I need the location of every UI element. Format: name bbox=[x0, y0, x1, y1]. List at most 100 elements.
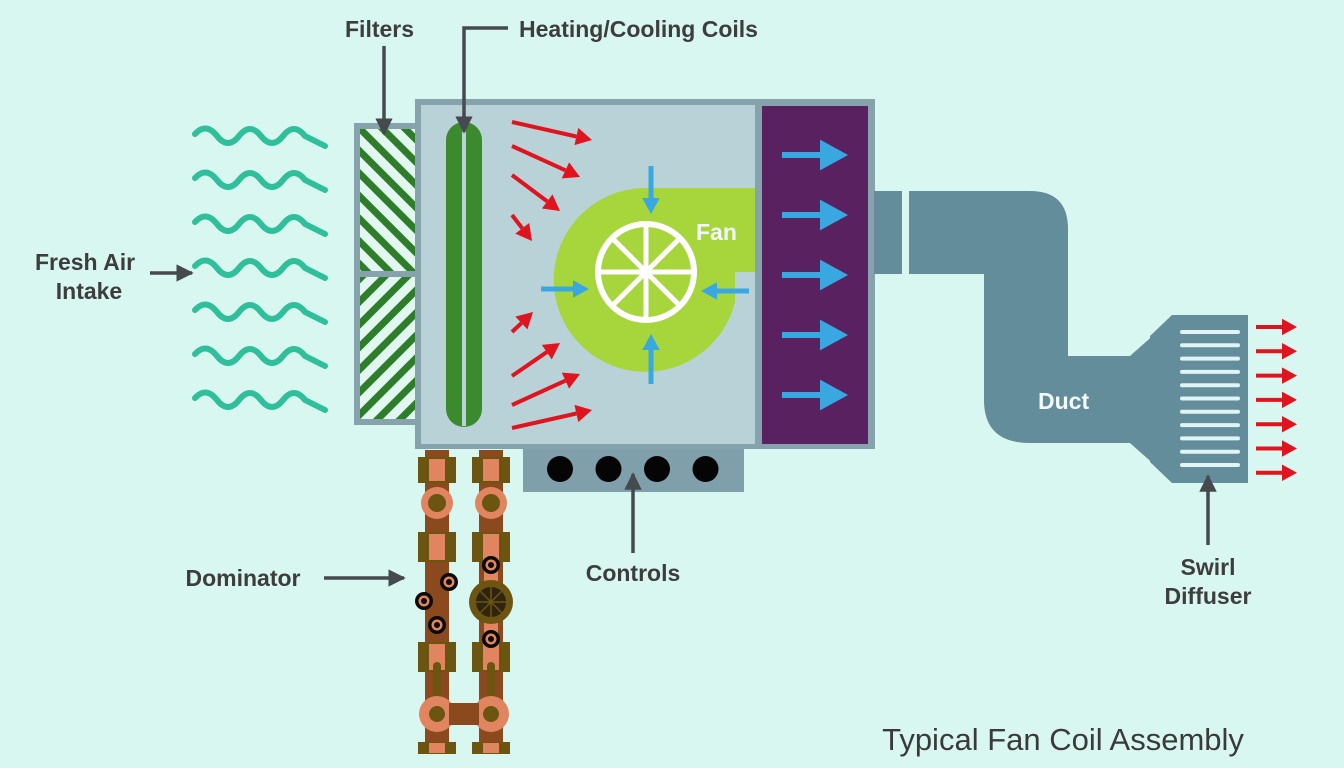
diffuser-slat bbox=[1180, 463, 1240, 467]
diffuser-slat bbox=[1180, 436, 1240, 441]
duct-label: Duct bbox=[1038, 388, 1089, 414]
warm-air-arrow-shaft bbox=[510, 173, 549, 203]
dominator-pipe bbox=[418, 450, 456, 754]
bottom-union-center bbox=[483, 706, 499, 722]
diffuser-outlet-arrow bbox=[1256, 367, 1297, 384]
pipe-union-center bbox=[482, 494, 500, 512]
coils-leader bbox=[455, 26, 508, 134]
fan-spoke bbox=[644, 270, 682, 308]
dominator-valve-wheel bbox=[469, 580, 513, 624]
diffuser-outlet-arrows bbox=[1256, 318, 1297, 482]
warm-air-arrow-shaft bbox=[510, 350, 548, 378]
warm-air-arrow-shaft bbox=[510, 213, 524, 230]
control-knob bbox=[547, 456, 573, 482]
leader-lines bbox=[150, 26, 1217, 587]
filter-panel-lower bbox=[360, 277, 416, 419]
diffuser-outlet-arrow bbox=[1256, 464, 1297, 482]
warm-airflow-arrows bbox=[510, 120, 592, 430]
warm-air-arrow-shaft bbox=[511, 144, 567, 173]
diffuser-outlet-arrow bbox=[1256, 415, 1297, 433]
diffuser-slat bbox=[1180, 343, 1240, 348]
pipe-coupling-center bbox=[483, 459, 499, 481]
filters-label: Filters bbox=[345, 16, 414, 42]
gauge-port-center bbox=[488, 562, 494, 568]
air-wave bbox=[192, 345, 328, 369]
fan: Fan bbox=[553, 187, 755, 372]
gauge-port-center bbox=[421, 598, 427, 604]
diffuser-outlet-arrow bbox=[1256, 343, 1297, 360]
pipe-coupling-center bbox=[429, 459, 445, 481]
controls bbox=[523, 449, 744, 492]
warm-air-arrow bbox=[510, 173, 560, 211]
warm-air-arrow bbox=[510, 343, 560, 378]
diffuser-slat bbox=[1180, 396, 1240, 401]
diffuser-outlet-arrow-head bbox=[1282, 464, 1297, 482]
diffuser-slat bbox=[1180, 449, 1240, 454]
filters bbox=[354, 123, 420, 425]
diffuser-slat bbox=[1180, 356, 1240, 361]
diffuser-outlet-arrow-head bbox=[1282, 440, 1297, 457]
fan-inlet-arrow-right bbox=[701, 282, 749, 300]
warm-air-arrow-head bbox=[574, 127, 592, 146]
air-wave bbox=[192, 125, 328, 149]
valve-wheel-spoke bbox=[490, 590, 503, 603]
outlet-arrow bbox=[782, 379, 848, 411]
valve-wheel-spoke bbox=[479, 590, 492, 603]
diffuser-outlet-arrow-head bbox=[1282, 343, 1297, 360]
fan-inlet-arrow-left bbox=[541, 280, 589, 298]
valve-wheel-spoke bbox=[490, 601, 503, 614]
fresh-air-label-line1: Fresh Air bbox=[35, 249, 135, 275]
air-wave bbox=[192, 389, 328, 413]
warm-air-arrow bbox=[511, 120, 592, 146]
outlet-arrow-head bbox=[820, 319, 848, 351]
fan-spoke bbox=[644, 236, 682, 274]
warm-air-arrow bbox=[510, 312, 533, 334]
controls-label: Controls bbox=[586, 560, 681, 586]
warm-air-arrow-shaft bbox=[511, 378, 567, 407]
warm-air-arrow-head bbox=[515, 312, 533, 330]
valve-wheel-spoke bbox=[479, 601, 492, 614]
warm-air-arrow-head bbox=[561, 162, 580, 179]
control-knob bbox=[595, 456, 622, 482]
diagram-title: Typical Fan Coil Assembly bbox=[882, 722, 1244, 757]
diffuser-outlet-arrow bbox=[1256, 318, 1297, 336]
outlet-arrow-head bbox=[820, 139, 848, 171]
warm-air-arrow bbox=[510, 213, 532, 241]
diffuser-label-line2: Diffuser bbox=[1165, 583, 1252, 609]
warm-air-arrow-shaft bbox=[511, 411, 577, 430]
warm-air-arrow bbox=[511, 372, 580, 407]
gauge-port-center bbox=[446, 579, 452, 585]
diffuser-slat bbox=[1180, 330, 1240, 334]
fan-inlet-arrow-top bbox=[642, 166, 660, 214]
fan-inlet-arrows bbox=[541, 166, 749, 384]
air-wave bbox=[192, 213, 328, 237]
filter-panel-upper bbox=[360, 129, 416, 271]
fresh-air-waves bbox=[192, 125, 328, 413]
control-knobs bbox=[547, 456, 719, 482]
outlet-arrow-head bbox=[820, 259, 848, 291]
warm-air-arrow-head bbox=[561, 372, 580, 389]
outlet-arrows bbox=[782, 139, 848, 411]
control-knob bbox=[644, 456, 670, 482]
heating-cooling-coil bbox=[446, 122, 482, 427]
warm-air-arrow-shaft bbox=[510, 321, 523, 334]
control-knob bbox=[692, 456, 719, 482]
pipe-coupling-center bbox=[483, 644, 499, 670]
pipe-base-cap-center bbox=[483, 743, 499, 753]
diffuser-outlet-arrow-head bbox=[1282, 391, 1297, 409]
diffuser-label-line1: Swirl bbox=[1181, 554, 1236, 580]
fan-inlet-arrow-bottom-head bbox=[642, 334, 660, 350]
fan-inlet-arrow-bottom bbox=[642, 334, 660, 384]
pipe-coupling-center bbox=[429, 644, 445, 670]
warm-air-arrow-head bbox=[574, 404, 592, 423]
fan-inlet-arrow-top-head bbox=[642, 198, 660, 214]
warm-air-arrow-shaft bbox=[511, 120, 577, 139]
outlet-arrow-head bbox=[820, 379, 848, 411]
fan-label: Fan bbox=[696, 219, 737, 245]
dominator-label: Dominator bbox=[186, 565, 301, 591]
duct-body bbox=[909, 191, 1175, 483]
outlet-arrow bbox=[782, 259, 848, 291]
gauge-port-center bbox=[488, 636, 494, 642]
dominator-crossbar bbox=[449, 703, 479, 725]
outlet-arrow bbox=[782, 199, 848, 231]
